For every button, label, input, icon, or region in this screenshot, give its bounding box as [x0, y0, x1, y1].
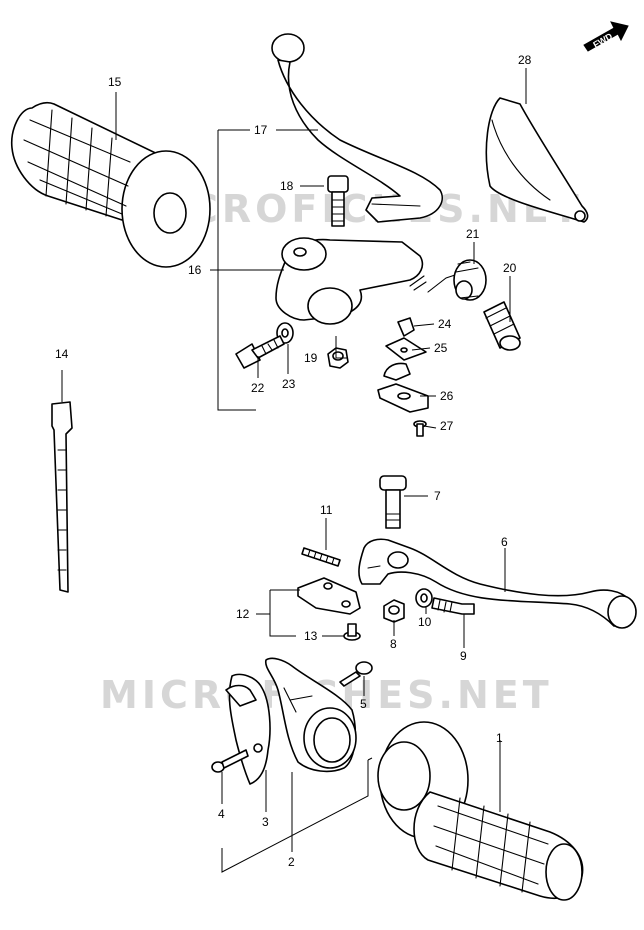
label-1: 1: [496, 731, 503, 745]
bolt-18: [327, 175, 349, 227]
label-24: 24: [438, 317, 452, 331]
pivot-bolt-7: [379, 475, 407, 529]
grip-right: [377, 721, 584, 901]
lever-cover: [485, 97, 589, 223]
clutch-lever: [271, 33, 444, 223]
screw-5: [339, 661, 373, 687]
bolt-22: [235, 335, 285, 369]
screw-20: [483, 301, 521, 351]
label-10: 10: [418, 615, 432, 629]
label-27: 27: [440, 419, 454, 433]
label-20: 20: [503, 261, 517, 275]
guard-3: [225, 673, 271, 785]
label-26: 26: [440, 389, 454, 403]
label-21: 21: [466, 227, 480, 241]
label-6: 6: [501, 535, 508, 549]
label-9: 9: [460, 649, 467, 663]
clip-24: [397, 317, 415, 337]
switch-housing-2: [253, 657, 357, 773]
label-22: 22: [251, 381, 265, 395]
bracket-12: [297, 577, 361, 615]
label-16: 16: [188, 263, 202, 277]
screw-4: [211, 749, 249, 773]
label-15: 15: [108, 75, 122, 89]
label-12: 12: [236, 607, 250, 621]
washer-23: [276, 322, 294, 344]
label-28: 28: [518, 53, 532, 67]
label-7: 7: [434, 489, 441, 503]
bolt-9: [431, 597, 475, 615]
label-13: 13: [304, 629, 318, 643]
nut-8: [383, 599, 405, 623]
adjuster-21: [453, 259, 487, 301]
set-screw-11: [301, 547, 341, 567]
label-23: 23: [282, 377, 296, 391]
label-5: 5: [360, 697, 367, 711]
label-4: 4: [218, 807, 225, 821]
label-18: 18: [280, 179, 294, 193]
screw-13: [343, 623, 361, 641]
label-14: 14: [55, 347, 69, 361]
part-number-labels: 1 2 3 4 5 6 7 8 9 10 11 12 13 14 15 16 1…: [55, 53, 532, 869]
label-2: 2: [288, 855, 295, 869]
grip-left: [10, 101, 211, 268]
label-19: 19: [304, 351, 318, 365]
fwd-arrow-icon: FWD: [583, 21, 629, 52]
label-25: 25: [434, 341, 448, 355]
label-17: 17: [254, 123, 268, 137]
label-8: 8: [390, 637, 397, 651]
label-3: 3: [262, 815, 269, 829]
plate-26: [377, 383, 429, 413]
label-11: 11: [320, 503, 333, 517]
brake-lever: [358, 538, 637, 629]
bracket-25: [383, 337, 427, 381]
lever-holder: [275, 237, 459, 325]
screw-27: [413, 420, 427, 437]
leader-lines: [61, 68, 527, 873]
bushing-10: [415, 588, 433, 608]
cable-tie: [51, 401, 73, 593]
